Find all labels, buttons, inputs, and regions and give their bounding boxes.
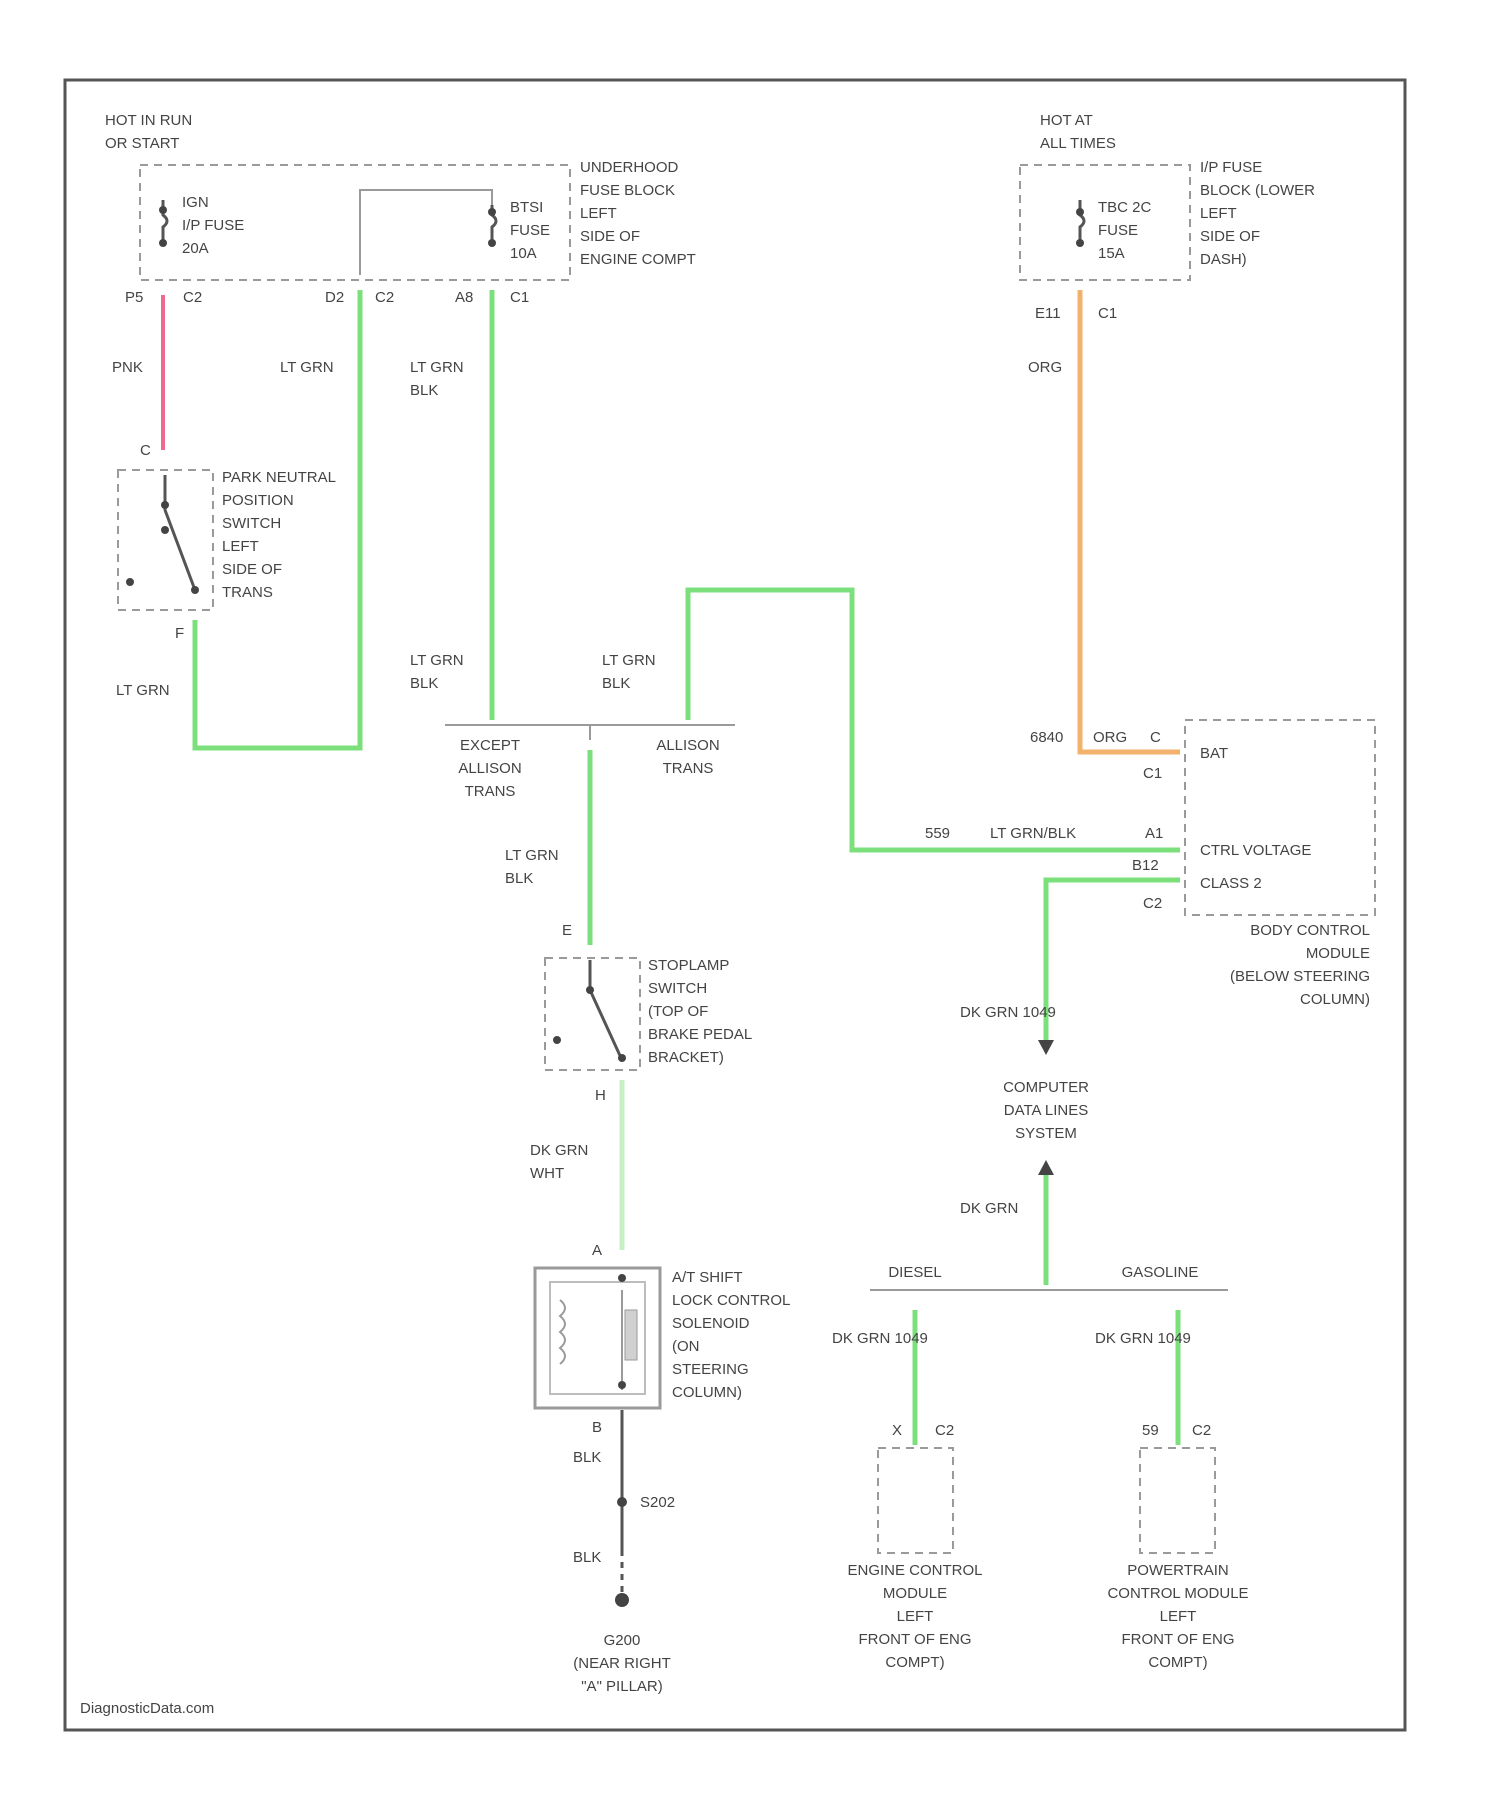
fuse-tbc-icon xyxy=(1080,200,1084,245)
gasoline-label: GASOLINE xyxy=(1122,1264,1199,1281)
wire-org xyxy=(1080,290,1180,752)
conn-f-label: F xyxy=(175,625,184,642)
bcm-class2-label: CLASS 2 xyxy=(1200,875,1262,892)
bcm-c1-label: C1 xyxy=(1143,765,1162,782)
diesel-label: DIESEL xyxy=(888,1264,941,1281)
wire-dkgrn-1049b-label: DK GRN 1049 xyxy=(832,1330,928,1347)
wire-blk2-label: BLK xyxy=(573,1549,601,1566)
conn-c2-d-label: C2 xyxy=(1192,1422,1211,1439)
bcm-6840-label: 6840 xyxy=(1030,729,1063,746)
bcm-a1-label: A1 xyxy=(1145,825,1163,842)
arrow-up-icon xyxy=(1038,1160,1054,1175)
bcm-c-label: C xyxy=(1150,729,1161,746)
solenoid-coil-icon xyxy=(560,1290,622,1390)
solenoid-core xyxy=(625,1310,637,1360)
wire-dkgrn-label: DK GRN xyxy=(960,1200,1018,1217)
wire-pnk-label: PNK xyxy=(112,359,143,376)
wire-ltgrn-left-label: LT GRN xyxy=(116,682,170,699)
bcm-c2-label: C2 xyxy=(1143,895,1162,912)
bcm-bat-label: BAT xyxy=(1200,745,1228,762)
wire-blk1-label: BLK xyxy=(573,1449,601,1466)
conn-e-label: E xyxy=(562,922,572,939)
shift-lock-solenoid xyxy=(535,1268,660,1408)
conn-c1-b-label: C1 xyxy=(1098,305,1117,322)
conn-c1-a-label: C1 xyxy=(510,289,529,306)
wire-lt-grn-blk-bcm xyxy=(688,590,1180,850)
bcm-559-label: 559 xyxy=(925,825,950,842)
arrow-down-icon xyxy=(1038,1040,1054,1055)
stoplamp-switch-box xyxy=(545,958,640,1070)
bcm-b12-label: B12 xyxy=(1132,857,1159,874)
fuse-jumper-wire xyxy=(360,190,492,275)
bcm-ltgrnblk-label: LT GRN/BLK xyxy=(990,825,1076,842)
conn-c2-c-label: C2 xyxy=(935,1422,954,1439)
conn-c-label: C xyxy=(140,442,151,459)
conn-a8-label: A8 xyxy=(455,289,473,306)
engine-control-module-box xyxy=(878,1448,953,1553)
terminal-dots xyxy=(126,206,1084,1507)
conn-e11-label: E11 xyxy=(1035,305,1061,322)
splice-s202-label: S202 xyxy=(640,1494,675,1511)
wire-org-label: ORG xyxy=(1028,359,1062,376)
watermark-label: DiagnosticData.com xyxy=(80,1700,214,1717)
conn-d2-label: D2 xyxy=(325,289,344,306)
wire-dkgrn-1049c-label: DK GRN 1049 xyxy=(1095,1330,1191,1347)
bcm-org-label: ORG xyxy=(1093,729,1127,746)
conn-p5-label: P5 xyxy=(125,289,143,306)
wire-ltgrn1-label: LT GRN xyxy=(280,359,334,376)
conn-a-label: A xyxy=(592,1242,602,1259)
stoplamp-switch-icon xyxy=(590,960,622,1060)
bcm-ctrl-label: CTRL VOLTAGE xyxy=(1200,842,1311,859)
conn-h-label: H xyxy=(595,1087,606,1104)
conn-c2-b-label: C2 xyxy=(375,289,394,306)
diagram-frame xyxy=(65,80,1405,1730)
powertrain-control-module-box xyxy=(1140,1448,1215,1553)
conn-x-label: X xyxy=(892,1422,902,1439)
ground-label: G200(NEAR RIGHT"A" PILLAR) xyxy=(573,1632,671,1695)
conn-b-label: B xyxy=(592,1419,602,1436)
conn-59-label: 59 xyxy=(1142,1422,1159,1439)
ground-icon xyxy=(615,1593,629,1607)
wire-dkgrn-1049a-label: DK GRN 1049 xyxy=(960,1004,1056,1021)
park-neutral-switch-icon xyxy=(165,475,195,590)
conn-c2-a-label: C2 xyxy=(183,289,202,306)
